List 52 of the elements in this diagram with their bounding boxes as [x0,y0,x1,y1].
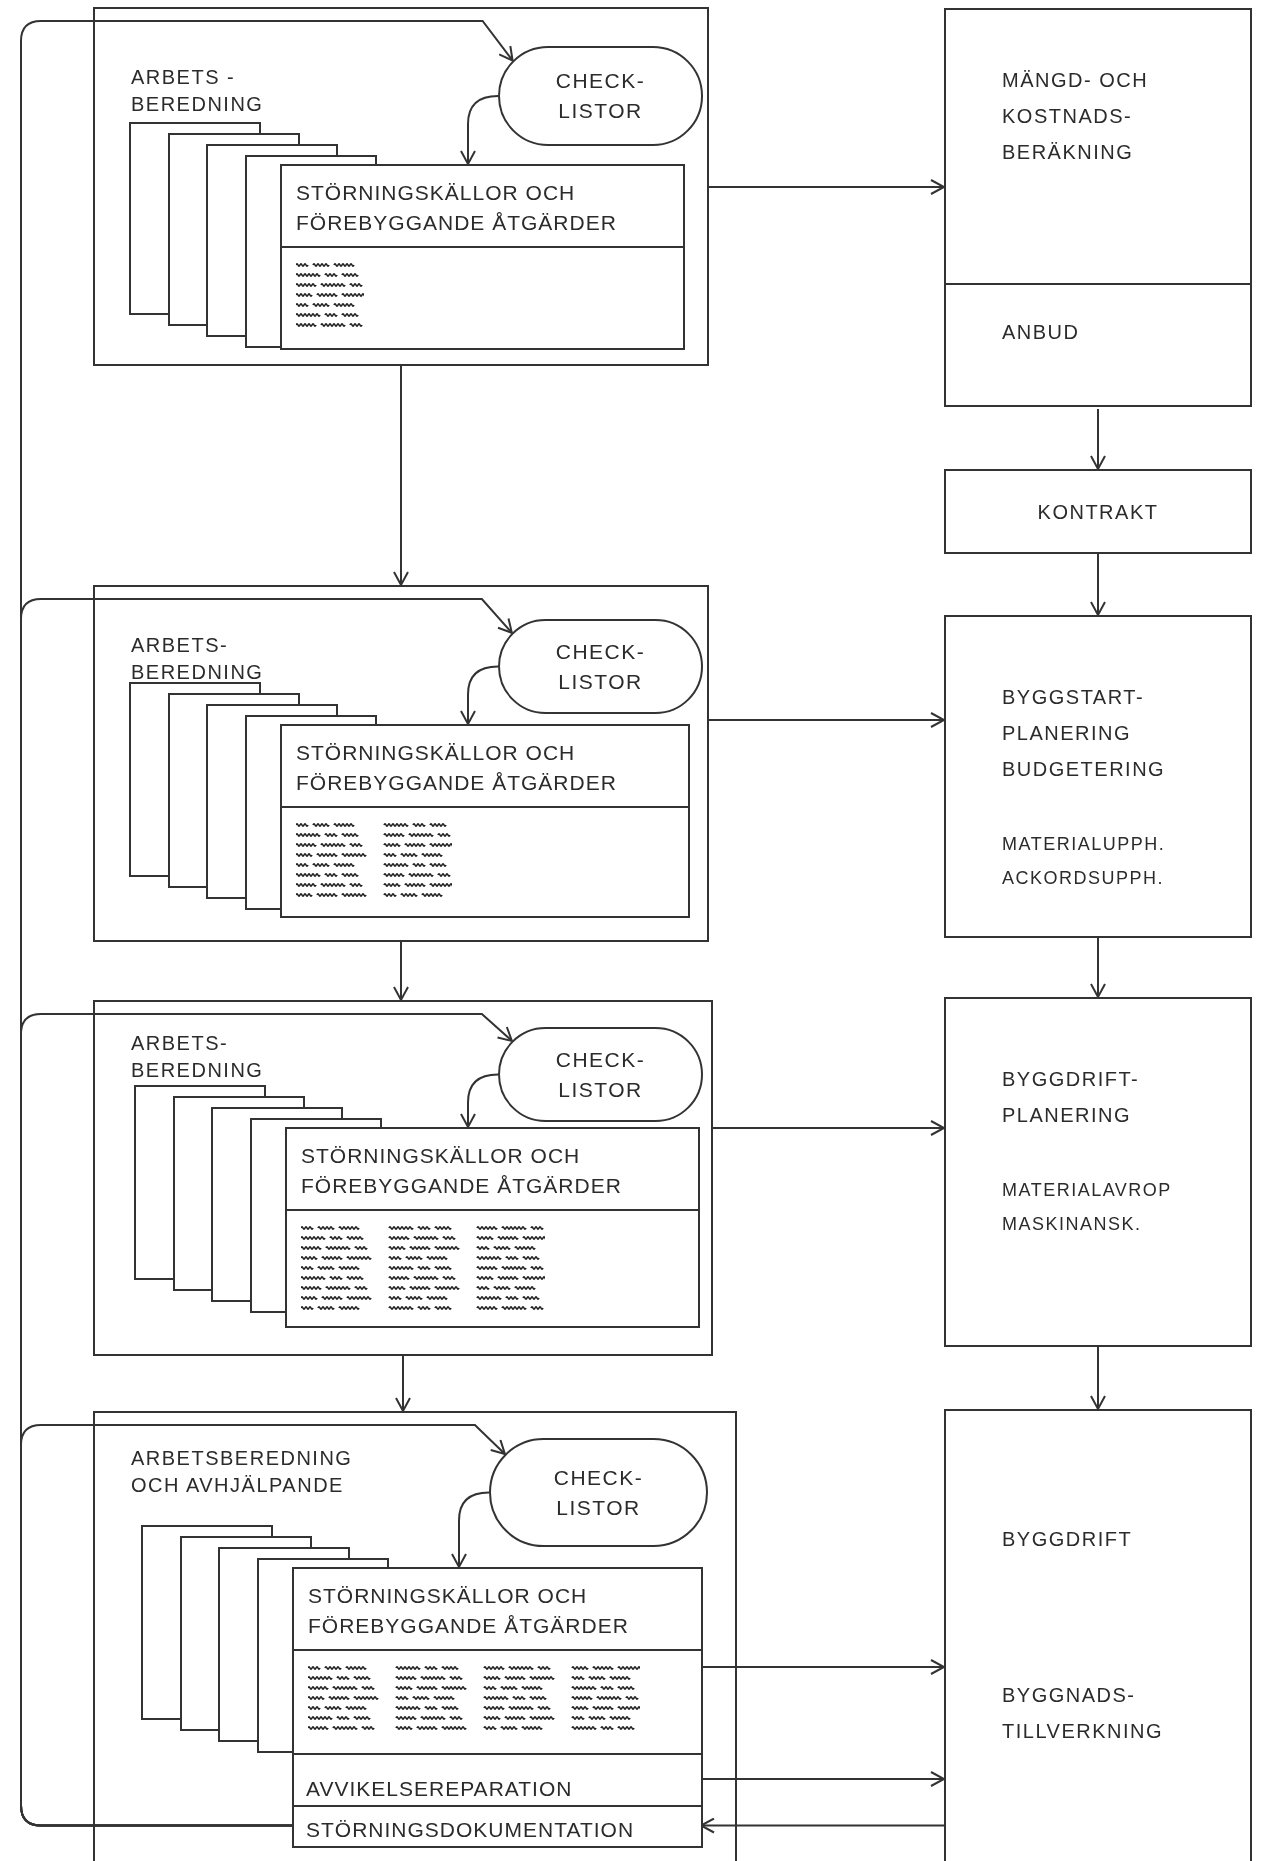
process-label: BYGGDRIFT [1002,1527,1134,1552]
arrow [702,1659,945,1675]
process-box [944,8,1252,407]
document-card [280,724,690,918]
process-panel [93,1000,713,1356]
arrow [712,1120,945,1136]
checklist-pill: CHECK- LISTOR [489,1438,708,1547]
document-card [280,164,685,350]
process-label: BYGGDRIFT- PLANERING [1002,1067,1141,1128]
arrow [460,665,499,725]
arrow [1090,937,1106,998]
document-heading: STÖRNINGSKÄLLOR OCH FÖREBYGGANDE ÅTGÄRDER [282,166,683,248]
document-heading: STÖRNINGSKÄLLOR OCH FÖREBYGGANDE ÅTGÄRDER [294,1569,701,1651]
arrow [395,1355,411,1412]
process-box [944,469,1252,554]
arrow [460,95,499,165]
panel-heading: ARBETS- BEREDNING [131,1031,265,1083]
document-card [292,1567,703,1848]
checklist-pill: CHECK- LISTOR [498,619,703,714]
document-card [285,1127,700,1328]
checklist-pill: CHECK- LISTOR [498,1027,703,1122]
process-box [944,615,1252,938]
process-label: KONTRAKT [1037,499,1159,525]
process-label: BYGGSTART- PLANERING BUDGETERING [1002,685,1167,782]
arrow [708,712,945,728]
process-label: MÄNGD- OCH KOSTNADS- BERÄKNING [1002,68,1150,165]
document-row: AVVIKELSEREPARATION [294,1753,701,1805]
panel-heading: ARBETSBEREDNING OCH AVHJÄLPANDE [131,1446,354,1498]
panel-heading: ARBETS- BEREDNING [131,633,265,685]
process-label: MATERIALAVROP MASKINANSK. [1002,1179,1173,1236]
process-panel [93,585,709,942]
arrow [451,1491,490,1568]
process-box [944,1409,1252,1861]
document-heading: STÖRNINGSKÄLLOR OCH FÖREBYGGANDE ÅTGÄRDER [282,726,688,808]
checklist-pill: CHECK- LISTOR [498,46,703,146]
process-panel [93,1411,737,1861]
arrow [393,365,409,586]
arrow [20,1424,506,1827]
process-label: MATERIALUPPH. ACKORDSUPPH. [1002,833,1167,890]
arrow [1090,1346,1106,1410]
process-label: BYGGNADS- TILLVERKNING [1002,1683,1164,1744]
process-box [944,997,1252,1347]
document-row: STÖRNINGSDOKUMENTATION [294,1805,701,1846]
arrow [393,941,409,1001]
arrow [460,1073,499,1128]
arrow [708,179,945,195]
panel-heading: ARBETS - BEREDNING [131,65,265,117]
arrow [1090,408,1106,470]
arrow [1090,553,1106,616]
box-section: ANBUD [946,283,1250,409]
process-panel [93,7,709,366]
document-heading: STÖRNINGSKÄLLOR OCH FÖREBYGGANDE ÅTGÄRDER [287,1129,698,1211]
